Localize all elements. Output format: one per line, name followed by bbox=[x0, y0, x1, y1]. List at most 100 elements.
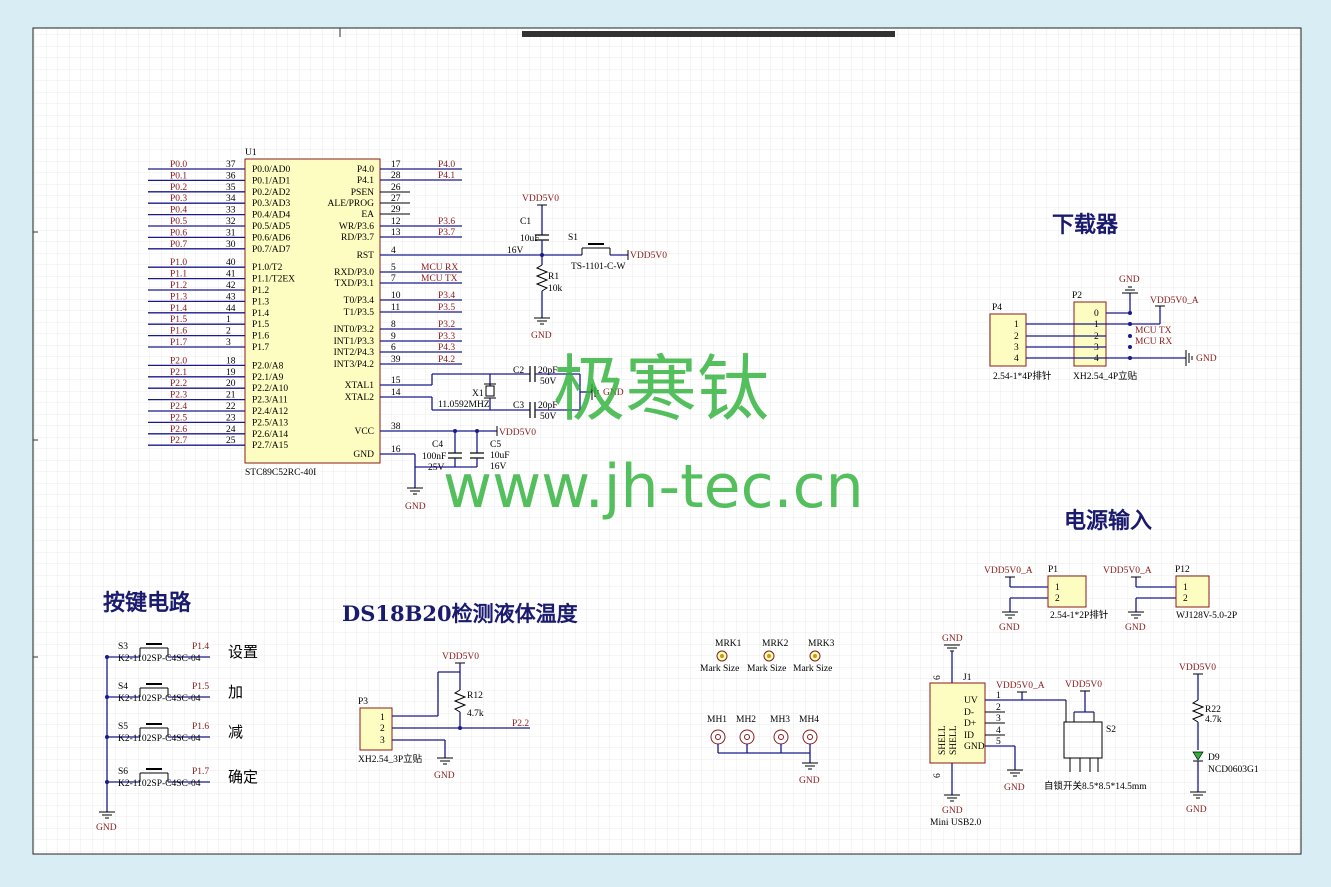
mcu-net-P0-4: P0.4 bbox=[170, 206, 187, 216]
j1-pin-name: GND bbox=[964, 742, 985, 752]
c1-volt: 16V bbox=[507, 246, 524, 256]
j1-pin-name: UV bbox=[964, 696, 978, 706]
mcu-pin-num: 39 bbox=[391, 355, 401, 365]
keys-gnd-label: GND bbox=[96, 823, 117, 833]
mcu-pin-name: RXD/P3.0 bbox=[334, 268, 374, 278]
mcu-net-P0-7: P0.7 bbox=[170, 240, 187, 250]
mcu-pin-num: 44 bbox=[226, 304, 236, 314]
mcu-pin-num: 25 bbox=[226, 436, 236, 446]
vcc-vdd-label: VDD5V0 bbox=[499, 428, 536, 438]
crystal-circuit: X1 11.0592MHZ C2 20pF 50V C3 20pF 50V GN… bbox=[380, 366, 624, 422]
c4-volt: 25V bbox=[428, 463, 445, 473]
p2-pin: 1 bbox=[1094, 320, 1099, 330]
mounting-hole-ref: MH1 bbox=[707, 715, 727, 725]
mcu-pin-num: 3 bbox=[226, 338, 231, 348]
watermark-cn: 极寒钛 bbox=[553, 347, 769, 431]
mcu-pin-name: T0/P3.4 bbox=[344, 296, 375, 306]
s1-vdd-label: VDD5V0 bbox=[630, 251, 667, 261]
p3-ref: P3 bbox=[358, 697, 368, 707]
c5-volt: 16V bbox=[490, 462, 507, 472]
key-function: 减 bbox=[228, 724, 243, 741]
mcu-pin-name: P0.2/AD2 bbox=[252, 188, 291, 198]
mcu-pin-num: 15 bbox=[391, 376, 401, 386]
mcu-pin-num: 1 bbox=[226, 315, 231, 325]
ds-p22-label: P2.2 bbox=[512, 719, 529, 729]
mcu-pin-num: 16 bbox=[391, 445, 401, 455]
mcu-pin-num: 14 bbox=[391, 388, 401, 398]
mcu-pin-num: 28 bbox=[391, 171, 401, 181]
mcu-net-P0-0: P0.0 bbox=[170, 160, 187, 170]
mcu-net-P2-1: P2.1 bbox=[170, 368, 187, 378]
mcu-pin-name: P2.5/A13 bbox=[252, 418, 288, 428]
r22-vdd-label: VDD5V0 bbox=[1179, 663, 1216, 673]
mcu-net-P1-1: P1.1 bbox=[170, 270, 187, 280]
r22-ref: R22 bbox=[1205, 705, 1221, 715]
u1-part: STC89C52RC-40I bbox=[245, 468, 316, 478]
mcu-pin-num: 21 bbox=[226, 391, 236, 401]
s2-part: 自锁开关8.5*8.5*14.5mm bbox=[1044, 780, 1147, 792]
mcu-net-label: MCU TX bbox=[421, 274, 458, 284]
section-ds18b20: DS18B20检测液体温度 bbox=[342, 601, 578, 626]
mcu-pin-num: 40 bbox=[226, 258, 236, 268]
mcu-net-P0-3: P0.3 bbox=[170, 194, 187, 204]
p12-ref: P12 bbox=[1175, 565, 1190, 575]
mcu-net-P2-2: P2.2 bbox=[170, 379, 187, 389]
mcu-pin-num: 24 bbox=[226, 425, 236, 435]
p2-pin: 2 bbox=[1094, 332, 1099, 342]
mcu-net-P1-5: P1.5 bbox=[170, 315, 187, 325]
mcu-pin-name: XTAL2 bbox=[345, 393, 375, 403]
mcu-rx-label: MCU RX bbox=[1135, 337, 1172, 347]
c4-ref: C4 bbox=[432, 440, 443, 450]
mcu-net-P1-6: P1.6 bbox=[170, 327, 187, 337]
j1-pin-num: 4 bbox=[996, 726, 1001, 736]
mcu-pin-num: 27 bbox=[391, 194, 401, 204]
p3-pin2: 2 bbox=[380, 724, 385, 734]
mcu-pin-name: P2.3/A11 bbox=[252, 396, 288, 406]
mcu-pin-num: 32 bbox=[226, 217, 236, 227]
u1-ref: U1 bbox=[245, 148, 257, 158]
c5-val: 10uF bbox=[490, 451, 510, 461]
mcu-pin-name: P0.5/AD5 bbox=[252, 222, 291, 232]
p12-gnd-label: GND bbox=[1125, 623, 1146, 633]
mcu-net-label: P3.3 bbox=[438, 332, 455, 342]
mcu-pin-name: T1/P3.5 bbox=[344, 308, 375, 318]
mcu-pin-name: TXD/P3.1 bbox=[335, 279, 375, 289]
mcu-pin-num: 30 bbox=[226, 240, 236, 250]
mcu-pin-num: 37 bbox=[226, 160, 236, 170]
s1-part: TS-1101-C-W bbox=[571, 262, 626, 272]
c1-val: 10uF bbox=[520, 234, 540, 244]
key-net: P1.7 bbox=[192, 767, 209, 777]
section-download: 下载器 bbox=[1052, 212, 1119, 238]
mcu-net-P2-7: P2.7 bbox=[170, 436, 187, 446]
s2-ref: S2 bbox=[1106, 725, 1116, 735]
mcu-pin-num: 11 bbox=[391, 303, 400, 313]
c4-val: 100nF bbox=[422, 452, 446, 462]
mcu-pin-num: 23 bbox=[226, 413, 236, 423]
mcu-net-P1-3: P1.3 bbox=[170, 292, 187, 302]
mcu-pin-name: XTAL1 bbox=[345, 381, 375, 391]
r1-ref: R1 bbox=[548, 272, 559, 282]
j1-gnd-top-label: GND bbox=[942, 634, 963, 644]
mcu-pin-name: WR/P3.6 bbox=[339, 222, 374, 232]
s1-ref: S1 bbox=[568, 233, 578, 243]
d9-part: NCD0603G1 bbox=[1208, 765, 1259, 775]
c2-val: 20pF bbox=[538, 366, 558, 376]
j1-gnd-label: GND bbox=[1004, 783, 1025, 793]
mcu-pin-num: 13 bbox=[391, 228, 401, 238]
mcu-pin-num: 43 bbox=[226, 292, 236, 302]
mcu-pin-num: 31 bbox=[226, 228, 236, 238]
key-ref: S6 bbox=[118, 767, 128, 777]
mcu-net-P1-2: P1.2 bbox=[170, 281, 187, 291]
section-keys: 按键电路 bbox=[103, 590, 192, 616]
key-net: P1.6 bbox=[192, 722, 209, 732]
mcu-net-label: P4.0 bbox=[438, 160, 455, 170]
mcu-net-P2-4: P2.4 bbox=[170, 402, 187, 412]
mark-size: Mark Size bbox=[747, 664, 786, 674]
p2-pin: 3 bbox=[1094, 343, 1099, 353]
key-function: 设置 bbox=[228, 644, 258, 661]
key-part: K2-1102SP-C4SC-04 bbox=[118, 734, 201, 744]
mounting-hole-ref: MH2 bbox=[736, 715, 756, 725]
j1-pin-num: 2 bbox=[996, 703, 1001, 713]
x1-val: 11.0592MHZ bbox=[438, 400, 490, 410]
